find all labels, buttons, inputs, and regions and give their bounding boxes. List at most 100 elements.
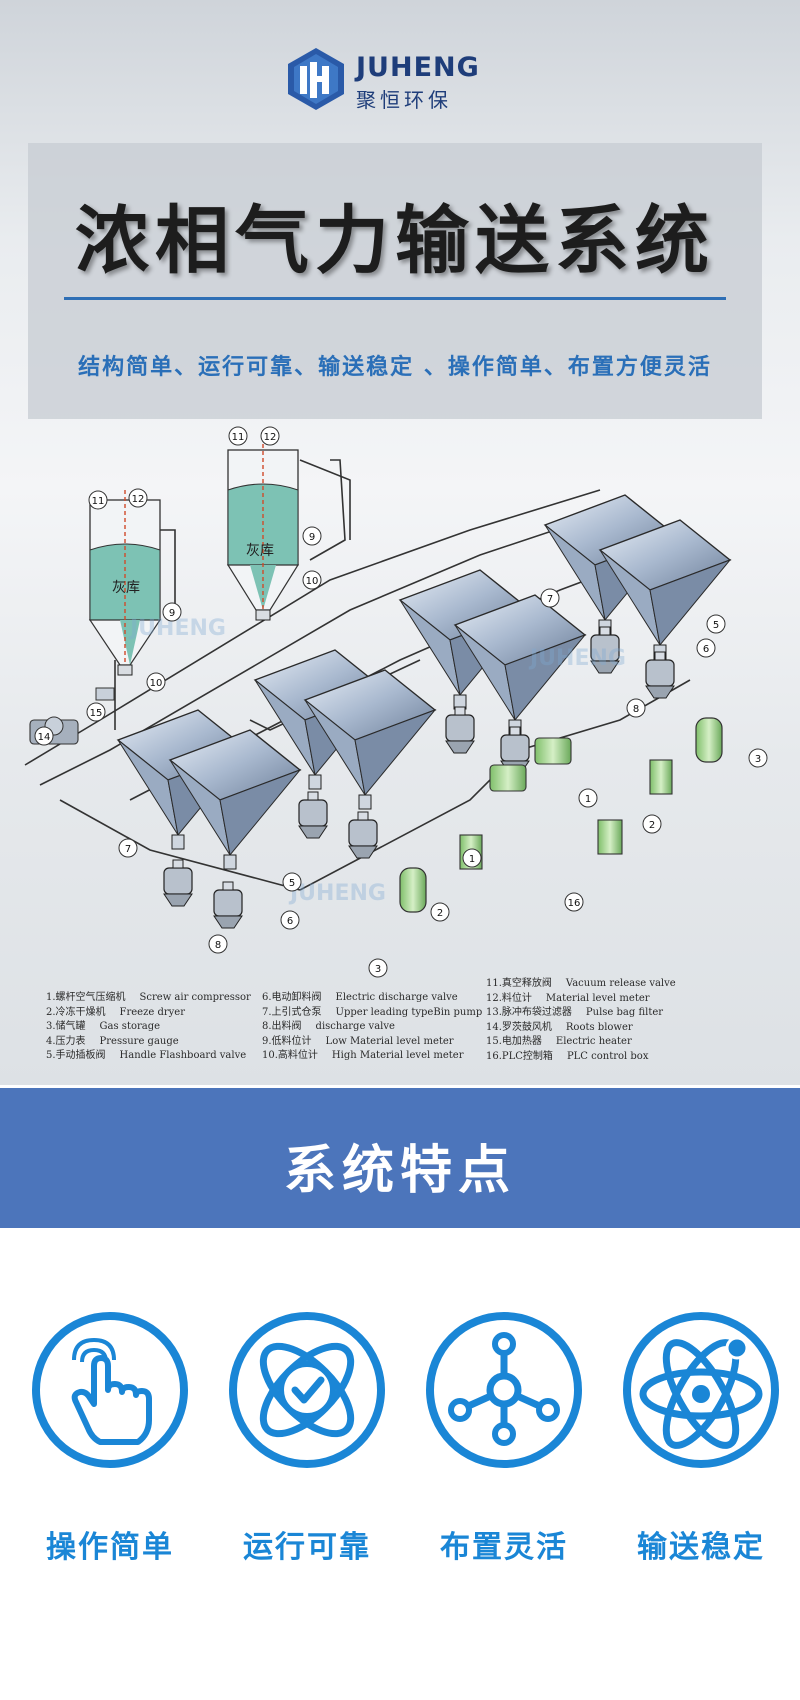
callout-10b: 10 — [302, 570, 322, 590]
hopper-group-2 — [254, 649, 436, 859]
callout-7: 7 — [118, 838, 138, 858]
callout-12b: 12 — [260, 426, 280, 446]
title-card: 浓相气力输送系统 结构简单、运行可靠、输送稳定 、操作简单、布置方便灵活 — [28, 143, 762, 419]
feature-label: 输送稳定 — [637, 1530, 765, 1565]
diagram-watermark: JUHENG — [528, 646, 626, 671]
callout-10: 10 — [146, 672, 166, 692]
callout-11b: 11 — [228, 426, 248, 446]
svg-text:10: 10 — [306, 576, 319, 587]
juheng-logo-icon — [288, 48, 344, 110]
svg-text:9: 9 — [169, 608, 175, 619]
silo-label: 灰库 — [112, 580, 140, 596]
callout-3: 3 — [368, 958, 388, 978]
callout-16: 16 — [564, 892, 584, 912]
svg-text:7: 7 — [125, 844, 131, 855]
svg-text:1: 1 — [585, 794, 591, 805]
diagram-watermark: JUHENG — [128, 616, 226, 641]
callout-8: 8 — [208, 934, 228, 954]
gas-tank — [399, 717, 723, 913]
brand-logo: JUHENG 聚恒环保 — [286, 46, 516, 112]
air-compressor — [489, 737, 572, 792]
callout-9: 9 — [162, 602, 182, 622]
atom-icon — [623, 1312, 779, 1468]
brand-name-cn: 聚恒环保 — [356, 88, 452, 112]
page-title: 浓相气力输送系统 — [75, 198, 715, 284]
check-orbit-icon — [229, 1312, 385, 1468]
callout-2b: 2 — [642, 814, 662, 834]
feature-reliable: 运行可靠 — [222, 1310, 392, 1570]
svg-text:7: 7 — [547, 594, 553, 605]
diagram-watermark: JUHENG — [288, 881, 386, 906]
silo-left: 灰库 — [88, 490, 162, 676]
svg-text:10: 10 — [150, 678, 163, 689]
svg-text:2: 2 — [437, 908, 443, 919]
callout-3b: 3 — [748, 748, 768, 768]
svg-text:6: 6 — [703, 644, 709, 655]
feature-label: 运行可靠 — [243, 1530, 371, 1565]
hopper-group-1 — [117, 709, 301, 929]
callout-1b: 1 — [578, 788, 598, 808]
svg-text:14: 14 — [38, 732, 51, 743]
title-divider — [64, 297, 726, 300]
callout-6: 6 — [280, 910, 300, 930]
brand-name-en: JUHENG — [356, 52, 480, 83]
callout-6b: 6 — [696, 638, 716, 658]
svg-text:15: 15 — [90, 708, 103, 719]
svg-text:6: 6 — [287, 916, 293, 927]
svg-text:3: 3 — [375, 964, 381, 975]
svg-text:8: 8 — [633, 704, 639, 715]
silo-label: 灰库 — [246, 543, 274, 559]
system-diagram: 灰库 灰库 — [24, 426, 768, 978]
svg-text:16: 16 — [568, 898, 581, 909]
feature-easy-operation: 操作简单 — [25, 1310, 195, 1570]
svg-text:11: 11 — [92, 496, 105, 507]
callout-8b: 8 — [626, 698, 646, 718]
plc-control-box — [597, 819, 623, 855]
svg-text:1: 1 — [469, 854, 475, 865]
callout-5b: 5 — [706, 614, 726, 634]
svg-text:11: 11 — [232, 432, 245, 443]
svg-text:5: 5 — [289, 878, 295, 889]
svg-text:3: 3 — [755, 754, 761, 765]
svg-text:5: 5 — [713, 620, 719, 631]
svg-text:12: 12 — [132, 494, 145, 505]
callout-9b: 9 — [302, 526, 322, 546]
feature-stable-conveying: 输送稳定 — [616, 1310, 786, 1570]
callout-5: 5 — [282, 872, 302, 892]
callout-14: 14 — [34, 726, 54, 746]
svg-text:8: 8 — [215, 940, 221, 951]
hand-pointer-icon — [32, 1312, 188, 1468]
features-title: 系统特点 — [283, 1141, 516, 1201]
callout-11: 11 — [88, 490, 108, 510]
page-subtitle: 结构简单、运行可靠、输送稳定 、操作简单、布置方便灵活 — [78, 355, 712, 380]
feature-label: 操作简单 — [46, 1530, 174, 1565]
svg-text:9: 9 — [309, 532, 315, 543]
callout-12: 12 — [128, 488, 148, 508]
callout-2: 2 — [430, 902, 450, 922]
callouts: 11 12 9 10 11 12 9 10 15 14 7 5 6 8 2 3 … — [34, 426, 768, 978]
network-hub-icon — [426, 1312, 582, 1468]
feature-label: 布置灵活 — [440, 1530, 568, 1565]
callout-1: 1 — [462, 848, 482, 868]
silo-right: 灰库 — [226, 430, 300, 621]
feature-flexible-layout: 布置灵活 — [419, 1310, 589, 1570]
callout-15: 15 — [86, 702, 106, 722]
features-band: 系统特点 — [0, 1088, 800, 1228]
svg-text:12: 12 — [264, 432, 277, 443]
